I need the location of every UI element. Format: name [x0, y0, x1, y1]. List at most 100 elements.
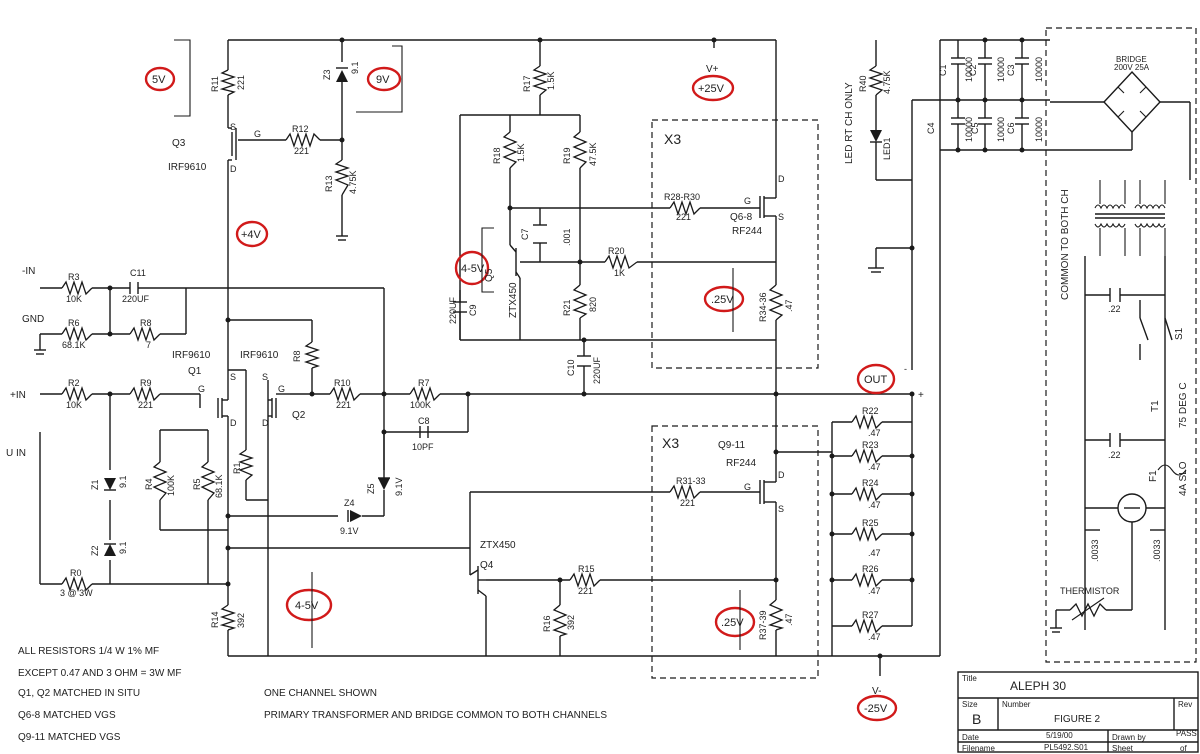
- resistor-ref: R34-36: [758, 292, 768, 322]
- date-label: Date: [962, 733, 979, 742]
- pin-label: S: [778, 212, 784, 222]
- title-block: Title ALEPH 30 Size B Number FIGURE 2 Re…: [957, 671, 1199, 753]
- voltage-annotation: .25V: [721, 617, 744, 629]
- date-value: 5/19/00: [1046, 731, 1073, 740]
- annotation-circle: [856, 694, 898, 722]
- resistor-value: .47: [784, 613, 794, 626]
- t1-rating: 75 DEG C: [1178, 382, 1189, 428]
- f1-rating: 4A SLO: [1178, 461, 1189, 496]
- resistor-value: 820: [588, 297, 598, 312]
- plus-mark: +: [918, 390, 924, 401]
- resistor-ref: R8: [140, 318, 152, 328]
- capacitor-value: 10000: [996, 57, 1006, 82]
- resistor-ref: R0: [70, 568, 82, 578]
- filename-label: Filename: [962, 744, 995, 753]
- title-label: Title: [962, 674, 977, 683]
- resistor-ref: R6: [68, 318, 80, 328]
- q911-ref: Q9-11: [718, 440, 745, 451]
- resistor-ref: R19: [562, 147, 572, 164]
- z4-ref: Z4: [344, 498, 355, 508]
- resistor-ref: R20: [608, 246, 625, 256]
- q3-ref: Q3: [172, 138, 186, 149]
- resistor-value: 392: [566, 615, 576, 630]
- vminus-label: V-: [872, 686, 881, 697]
- q2-ref: Q2: [292, 410, 306, 421]
- capacitor-value: 10000: [964, 117, 974, 142]
- size-value: B: [972, 711, 981, 727]
- resistor-value: 10K: [66, 400, 82, 410]
- minus-mark: -: [904, 364, 907, 374]
- pin-label: G: [198, 384, 205, 394]
- drawn-label: Drawn by: [1112, 733, 1146, 742]
- u-in-label: U IN: [6, 448, 26, 459]
- output-annotation: OUT: [864, 374, 888, 386]
- resistor-value: 221: [294, 146, 309, 156]
- resistor-value: 221: [578, 586, 593, 596]
- s1-label: S1: [1174, 327, 1185, 340]
- x3-upper-label: X3: [664, 131, 681, 147]
- voltage-annotation: +4V: [241, 229, 262, 241]
- resistor-value: .47: [868, 632, 881, 642]
- of-label: of: [1180, 744, 1187, 753]
- resistor-ref: R27: [862, 610, 879, 620]
- resistor-value: 1.5K: [516, 143, 526, 162]
- gnd-label: GND: [22, 314, 44, 325]
- sheet-label: Sheet: [1112, 744, 1134, 753]
- x3-lower-box: [651, 425, 819, 679]
- resistor-ref: R37-39: [758, 610, 768, 640]
- bridge-label: BRIDGE: [1116, 55, 1147, 64]
- capacitor-value: .0033: [1090, 539, 1100, 562]
- annotation-circle: [691, 74, 735, 102]
- z3-value: 9.1: [350, 61, 360, 74]
- resistor-ref: R40: [858, 75, 868, 92]
- resistor-ref: R17: [522, 75, 532, 92]
- resistor-value: 7: [146, 340, 151, 350]
- capacitor-ref: C11: [130, 268, 146, 278]
- pin-label: D: [230, 418, 237, 428]
- annotation-circle: [703, 285, 745, 313]
- capacitor-value: 220UF: [122, 294, 150, 304]
- drawn-value: PASS: [1176, 729, 1197, 738]
- labels: V+ V- -IN GND +IN U IN Q3 IRF9610 IRF961…: [6, 55, 1189, 743]
- resistor-ref: R15: [578, 564, 595, 574]
- resistor-value: 221: [138, 400, 153, 410]
- resistor-value: .47: [868, 586, 881, 596]
- capacitor-ref: C5: [970, 122, 980, 134]
- capacitor-ref: C9: [468, 304, 478, 316]
- resistor-value: .47: [868, 548, 881, 558]
- title-value: ALEPH 30: [1010, 679, 1066, 693]
- led-note: LED RT CH ONLY: [844, 82, 855, 164]
- resistor-value: 4.75K: [348, 170, 358, 194]
- q911-type: RF244: [726, 458, 756, 469]
- z1-ref: Z1: [90, 479, 100, 490]
- capacitor-value: 220UF: [448, 296, 458, 324]
- resistor-ref: R26: [862, 564, 879, 574]
- capacitor-value: 10000: [964, 57, 974, 82]
- resistor-value: 1.5K: [546, 71, 556, 90]
- number-label: Number: [1002, 700, 1031, 709]
- resistor-value: 3 @ 3W: [60, 588, 93, 598]
- resistor-ref: R7: [418, 378, 430, 388]
- annotation-circle: [856, 363, 896, 395]
- note-line: EXCEPT 0.47 AND 3 OHM = 3W MF: [18, 668, 181, 679]
- note-line: ALL RESISTORS 1/4 W 1% MF: [18, 646, 159, 657]
- resistor-value: 68.1K: [62, 340, 86, 350]
- resistor-value: 221: [236, 75, 246, 90]
- pin-label: S: [230, 372, 236, 382]
- resistor-ref: R25: [862, 518, 879, 528]
- annotation-circle: [714, 606, 756, 638]
- resistor-ref: R13: [324, 175, 334, 192]
- pin-label: G: [278, 384, 285, 394]
- x3-upper-box: [651, 119, 819, 369]
- component-symbols: [34, 37, 1191, 659]
- annotation-circle: [144, 66, 176, 92]
- resistor-ref: R9: [140, 378, 152, 388]
- pin-label: S: [778, 504, 784, 514]
- center-note: PRIMARY TRANSFORMER AND BRIDGE COMMON TO…: [264, 710, 607, 721]
- resistor-value: 68.1K: [214, 474, 224, 498]
- resistor-ref: R24: [862, 478, 879, 488]
- z2-value: 9.1: [118, 541, 128, 554]
- resistor-ref: R21: [562, 299, 572, 316]
- filename-value: PL5492.S01: [1044, 743, 1089, 752]
- resistor-value: 221: [680, 498, 695, 508]
